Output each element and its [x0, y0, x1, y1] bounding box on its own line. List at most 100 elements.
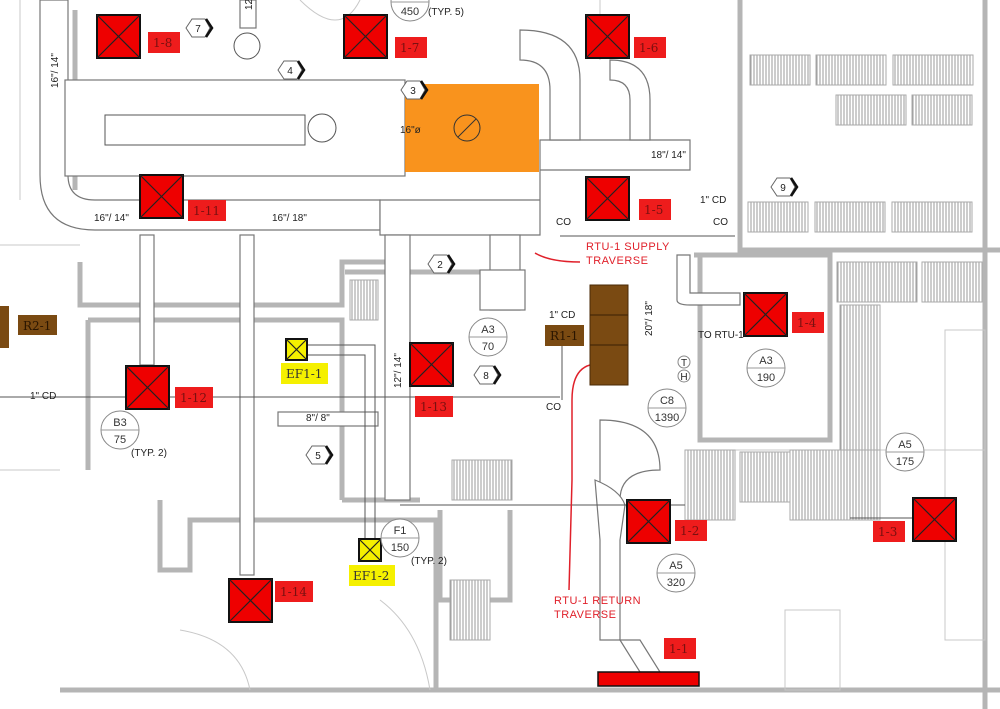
keynote-7[interactable]: 7	[185, 18, 214, 38]
exhaust-fan-label: EF1-1	[286, 367, 322, 381]
cleanout-label: CO	[546, 402, 561, 413]
round-duct-icon	[453, 114, 481, 142]
humidistat-label: H	[680, 372, 687, 383]
diffuser-label: 1-3	[878, 525, 897, 539]
return-tag-r2-1[interactable]: R2-1	[18, 315, 57, 335]
diffuser-tag	[148, 32, 180, 53]
diffuser-tag	[634, 37, 666, 58]
diffuser-label: 1-6	[639, 41, 658, 55]
diffuser-1-4[interactable]: 1-4	[743, 292, 824, 337]
thermostat-label: T	[681, 358, 687, 369]
condensate-label: 1" CD	[30, 391, 56, 402]
diffuser-tag	[873, 521, 905, 542]
air-device-type: B3	[113, 417, 126, 429]
keynote-9[interactable]: 9	[770, 177, 799, 197]
return-label: R1-1	[550, 329, 578, 343]
air-device-type: A5	[669, 560, 682, 572]
ductwork	[0, 0, 912, 673]
duct-size-label: 16"ø	[400, 125, 421, 136]
condensate-label: 1" CD	[700, 195, 726, 206]
air-device-tag[interactable]: 450	[390, 0, 430, 22]
to-rtu-label: TO RTU-1	[698, 330, 744, 341]
keynote-5[interactable]: 5	[305, 445, 334, 465]
condensate-label: 1" CD	[549, 310, 575, 321]
diffuser-label: 1-5	[644, 203, 663, 217]
duct-size-label: 16"/ 18"	[272, 213, 307, 224]
return-traverse-note-2: TRAVERSE	[554, 609, 616, 621]
air-device-cfm: 70	[482, 341, 494, 353]
diffuser-1-12[interactable]: 1-12	[125, 365, 213, 410]
air-device-type: A3	[759, 355, 772, 367]
diffuser-label: 1-13	[420, 400, 447, 414]
typ-note: (TYP. 2)	[411, 556, 447, 567]
duct-size-label: 16"/ 14"	[50, 53, 61, 88]
keynote-4[interactable]: 4	[277, 60, 306, 80]
keynote-3[interactable]: 3	[400, 80, 429, 100]
diffuser-1-7[interactable]: 1-7	[343, 14, 427, 59]
linear-diffuser-1-1[interactable]	[597, 671, 700, 687]
keynote-2[interactable]: 2	[427, 254, 456, 274]
air-device-type: C8	[660, 395, 674, 407]
diffuser-1-14[interactable]: 1-14	[228, 578, 313, 623]
exhaust-fan-ef1-1[interactable]: EF1-1	[281, 338, 328, 384]
diffuser-label: 1-4	[797, 316, 817, 330]
cleanout-label: CO	[713, 217, 728, 228]
diffuser-1-13[interactable]: 1-13	[409, 342, 454, 417]
diffuser-label: 1-8	[153, 36, 172, 50]
duct-size-label: 20"/ 18"	[644, 301, 655, 336]
diffuser-tag	[675, 520, 707, 541]
diffuser-label: 1-2	[680, 524, 699, 538]
rtu-return-unit[interactable]	[589, 284, 629, 386]
highlighted-unit-area[interactable]	[405, 84, 539, 172]
keynote-number: 8	[483, 371, 489, 382]
diffuser-1-3[interactable]: 1-3	[873, 497, 957, 542]
duct-size-label: 16"/ 14"	[94, 213, 129, 224]
air-device-cfm: 175	[896, 456, 914, 468]
supply-traverse-note-2: TRAVERSE	[586, 255, 648, 267]
air-device-cfm: 190	[757, 372, 775, 384]
diffuser-tag	[664, 638, 696, 659]
thermostat-icon[interactable]	[677, 355, 691, 369]
diffuser-1-5[interactable]: 1-5	[585, 176, 671, 221]
diffuser-label: 1-1	[669, 642, 688, 656]
return-label: R2-1	[23, 319, 51, 333]
return-tag-r1-1[interactable]: R1-1	[545, 325, 584, 346]
diffuser-tag	[415, 396, 453, 417]
supply-traverse-arrow	[534, 252, 581, 263]
duct-size-label: 12"/ 14"	[393, 353, 404, 388]
rack-grilles	[349, 54, 986, 691]
diffuser-1-2[interactable]: 1-2	[626, 499, 707, 544]
keynote-number: 9	[780, 183, 786, 194]
diffuser-1-6[interactable]: 1-6	[585, 14, 666, 59]
air-device-type: A3	[481, 324, 494, 336]
keynote-number: 7	[195, 24, 201, 35]
air-device-cfm: 450	[401, 6, 419, 18]
return-traverse-line	[568, 364, 591, 591]
air-device-type: A5	[898, 439, 911, 451]
diffuser-tag	[188, 200, 226, 221]
exhaust-fan-ef1-2[interactable]: EF1-2	[349, 538, 395, 586]
diffuser-1-11[interactable]: 1-11	[139, 174, 226, 221]
cleanout-label: CO	[556, 217, 571, 228]
diffuser-1-1[interactable]: 1-1	[664, 638, 696, 659]
typ-note: (TYP. 5)	[428, 7, 464, 18]
keynote-8[interactable]: 8	[473, 365, 502, 385]
typ-note: (TYP. 2)	[131, 448, 167, 459]
diffuser-tag	[639, 199, 671, 220]
keynote-number: 4	[287, 66, 293, 77]
humidistat-icon[interactable]	[677, 369, 691, 383]
diffuser-label: 1-14	[280, 585, 307, 599]
duct-size-label: 8"/ 8"	[306, 413, 330, 424]
exhaust-fan-label: EF1-2	[353, 569, 389, 583]
air-device-cfm: 75	[114, 434, 126, 446]
diffuser-tag	[792, 312, 824, 333]
diffuser-1-8[interactable]: 1-8	[96, 14, 180, 59]
